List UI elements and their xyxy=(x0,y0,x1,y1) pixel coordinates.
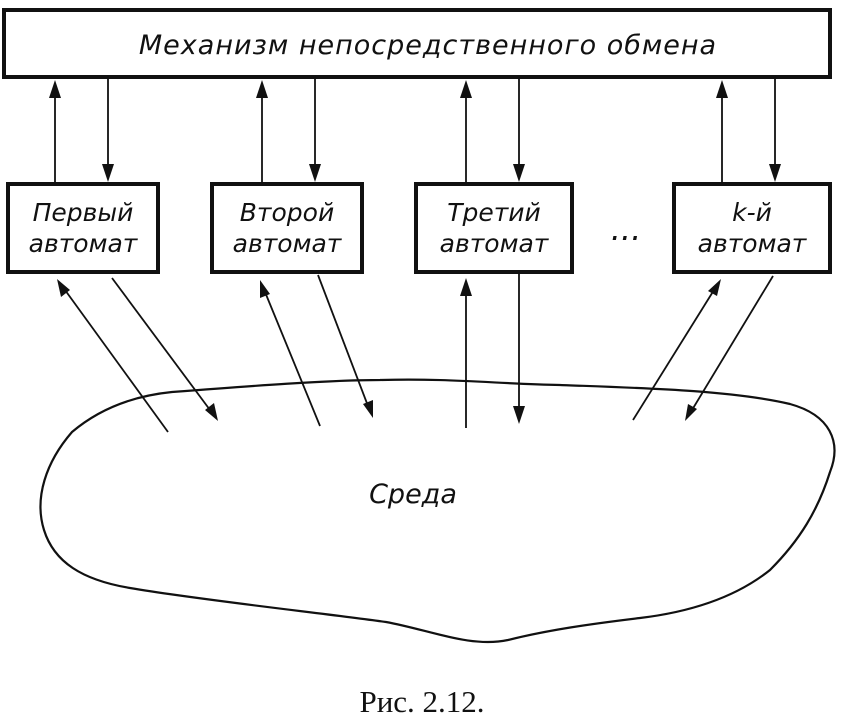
automaton-third: Третий автомат xyxy=(414,182,574,274)
automaton-kth-line2: автомат xyxy=(698,229,808,258)
automaton-first-frame xyxy=(6,182,160,274)
automaton-third-frame xyxy=(414,182,574,274)
env-arrow-up-1 xyxy=(57,279,169,433)
env-arrow-up-k xyxy=(632,279,721,421)
environment-outline xyxy=(39,378,836,644)
env-arrow-down-2 xyxy=(317,274,373,418)
automaton-first: Первый автомат xyxy=(6,182,160,274)
exchange-mechanism-block: Механизм непосредственного обмена xyxy=(2,8,832,79)
env-arrow-down-1 xyxy=(111,277,218,421)
environment-label: Среда xyxy=(369,479,457,510)
env-arrow-up-3 xyxy=(460,278,472,428)
env-arrow-down-k xyxy=(685,275,774,421)
mechanism-arrow-up-3 xyxy=(460,80,472,184)
ellipsis: ... xyxy=(611,210,642,248)
mechanism-arrow-down-k xyxy=(769,77,781,182)
automaton-second-line2: автомат xyxy=(233,229,343,258)
mechanism-arrow-up-2 xyxy=(256,80,268,184)
figure-caption: Рис. 2.12. xyxy=(359,684,485,719)
automaton-second: Второй автомат xyxy=(210,182,364,274)
environment-block: Среда xyxy=(39,378,836,644)
automaton-second-line1: Второй xyxy=(240,198,334,227)
automaton-first-line2: автомат xyxy=(29,229,139,258)
automaton-second-frame xyxy=(210,182,364,274)
automaton-kth: k-й автомат xyxy=(672,182,832,274)
automaton-first-line1: Первый xyxy=(33,198,134,227)
exchange-mechanism-frame xyxy=(2,8,832,79)
mechanism-arrow-down-2 xyxy=(309,77,321,182)
env-arrow-down-3 xyxy=(513,272,525,424)
env-arrow-up-2 xyxy=(260,280,321,427)
automaton-kth-line1: k-й xyxy=(732,198,772,227)
mechanism-arrow-down-1 xyxy=(102,77,114,182)
exchange-mechanism-label: Механизм непосредственного обмена xyxy=(139,30,717,61)
automaton-kth-frame xyxy=(672,182,832,274)
automaton-third-line1: Третий xyxy=(447,198,541,227)
mechanism-arrow-up-1 xyxy=(49,80,61,184)
mechanism-arrow-up-k xyxy=(716,80,728,184)
automaton-third-line2: автомат xyxy=(440,229,550,258)
mechanism-arrow-down-3 xyxy=(513,77,525,182)
